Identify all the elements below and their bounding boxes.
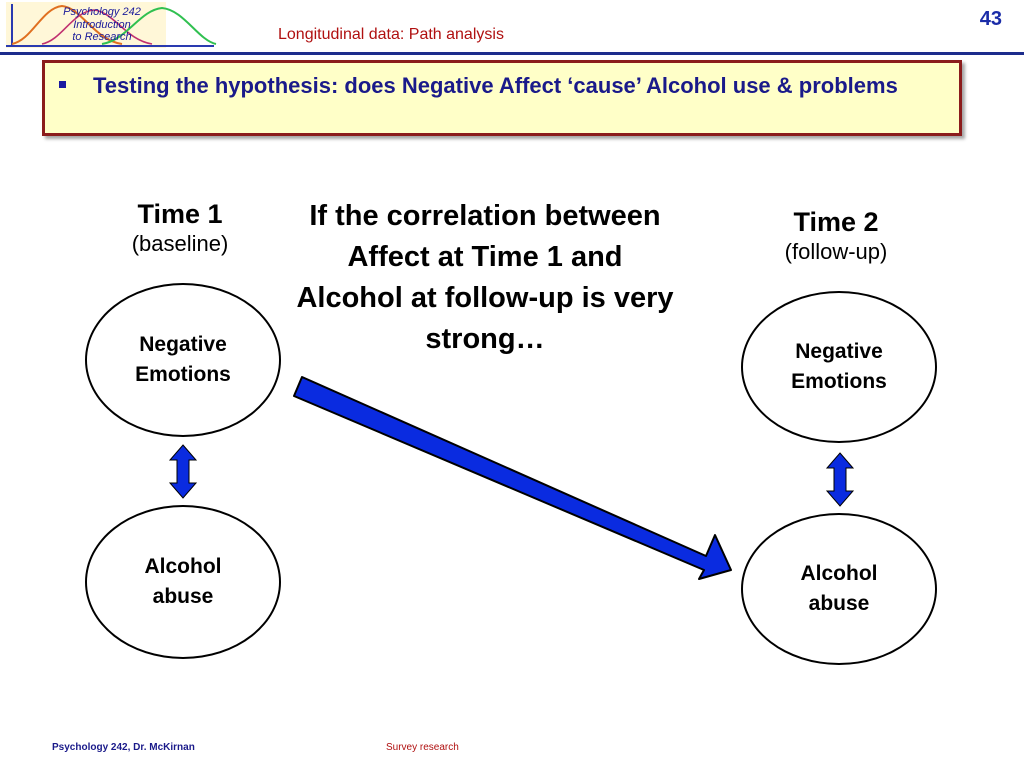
hypothesis-box: Testing the hypothesis: does Negative Af… — [42, 60, 962, 136]
node-label-line: Emotions — [135, 363, 231, 386]
t2-double-arrow-icon — [825, 452, 855, 507]
bullet-square-icon — [59, 81, 66, 88]
course-logo — [2, 0, 218, 52]
cross-lagged-arrow-icon — [293, 376, 732, 580]
logo-text: Psychology 242 Introduction to Research — [52, 6, 152, 44]
t2-negative-emotions-node: Negative Emotions — [741, 291, 937, 443]
node-label-line: abuse — [808, 592, 870, 615]
slide-number: 43 — [979, 8, 1002, 30]
node-label-line: Negative — [795, 340, 883, 363]
logo-line-2: Introduction — [73, 18, 131, 31]
time1-subheading: (baseline) — [131, 231, 229, 256]
hypothesis-text: Testing the hypothesis: does Negative Af… — [93, 73, 898, 98]
footer-topic: Survey research — [386, 742, 459, 753]
node-label-line: Negative — [139, 333, 227, 356]
node-label-line: Alcohol — [800, 562, 878, 585]
time1-heading-group: Time 1 (baseline) — [100, 198, 260, 258]
correlation-statement: If the correlation between Affect at Tim… — [296, 200, 674, 355]
time1-heading: Time 1 — [137, 199, 223, 229]
t1-alcohol-abuse-node: Alcohol abuse — [85, 505, 281, 659]
footer-course: Psychology 242, Dr. McKirnan — [52, 742, 195, 753]
bell-curves-logo-icon — [2, 0, 218, 52]
node-label-line: Alcohol — [144, 555, 222, 578]
time2-heading: Time 2 — [793, 207, 879, 237]
time2-heading-group: Time 2 (follow-up) — [756, 206, 916, 266]
time2-subheading: (follow-up) — [784, 239, 888, 264]
slide-title: Longitudinal data: Path analysis — [278, 26, 504, 43]
header-divider — [0, 52, 1024, 55]
t2-alcohol-abuse-node: Alcohol abuse — [741, 513, 937, 665]
logo-line-1: Psychology 242 — [63, 6, 141, 18]
t1-negative-emotions-node: Negative Emotions — [85, 283, 281, 437]
node-label-line: abuse — [152, 585, 214, 608]
t1-double-arrow-icon — [168, 444, 198, 499]
node-label-line: Emotions — [791, 370, 887, 393]
logo-line-3: to Research — [72, 31, 132, 43]
